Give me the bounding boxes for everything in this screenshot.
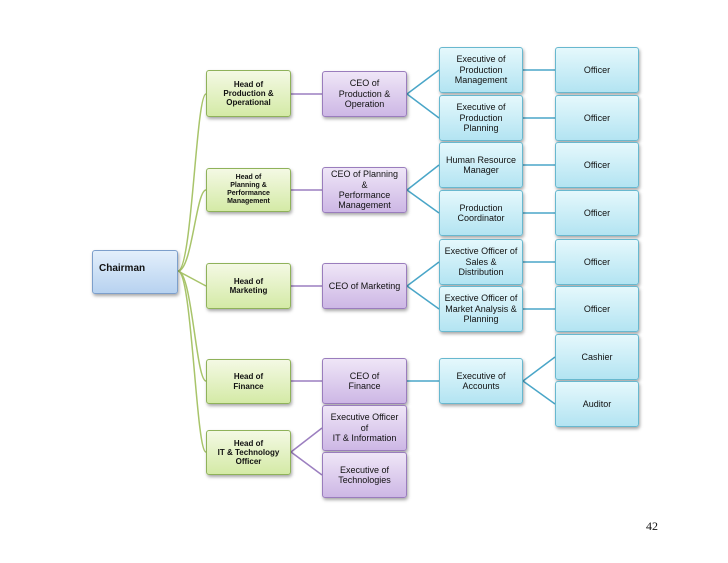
head-it-box: Head of IT & Technology Officer [206, 430, 291, 475]
head-finance-box: Head of Finance [206, 359, 291, 404]
hr-manager-box: Human Resource Manager [439, 142, 523, 188]
exec-production-management-box: Executive of Production Management [439, 47, 523, 93]
exec-accounts-box: Executive of Accounts [439, 358, 523, 404]
head-marketing-box: Head of Marketing [206, 263, 291, 309]
officer-box: Officer [555, 239, 639, 285]
exec-it-information-box: Executive Officer of IT & Information [322, 405, 407, 451]
exec-market-analysis-box: Exective Officer of Market Analysis & Pl… [439, 286, 523, 332]
exec-production-planning-box: Executive of Production Planning [439, 95, 523, 141]
exec-sales-distribution-box: Exective Officer of Sales & Distribution [439, 239, 523, 285]
cashier-box: Cashier [555, 334, 639, 380]
officer-box: Officer [555, 190, 639, 236]
head-planning-box: Head of Planning & Performance Managemen… [206, 168, 291, 212]
ceo-finance-box: CEO of Finance [322, 358, 407, 404]
officer-box: Officer [555, 95, 639, 141]
chairman-box: Chairman [92, 250, 178, 294]
ceo-production-box: CEO of Production & Operation [322, 71, 407, 117]
production-coordinator-box: Production Coordinator [439, 190, 523, 236]
officer-box: Officer [555, 47, 639, 93]
ceo-planning-box: CEO of Planning & Performance Management [322, 167, 407, 213]
exec-technologies-box: Executive of Technologies [322, 452, 407, 498]
officer-box: Officer [555, 142, 639, 188]
auditor-box: Auditor [555, 381, 639, 427]
head-production-box: Head of Production & Operational [206, 70, 291, 117]
officer-box: Officer [555, 286, 639, 332]
ceo-marketing-box: CEO of Marketing [322, 263, 407, 309]
page-number: 42 [646, 519, 658, 533]
